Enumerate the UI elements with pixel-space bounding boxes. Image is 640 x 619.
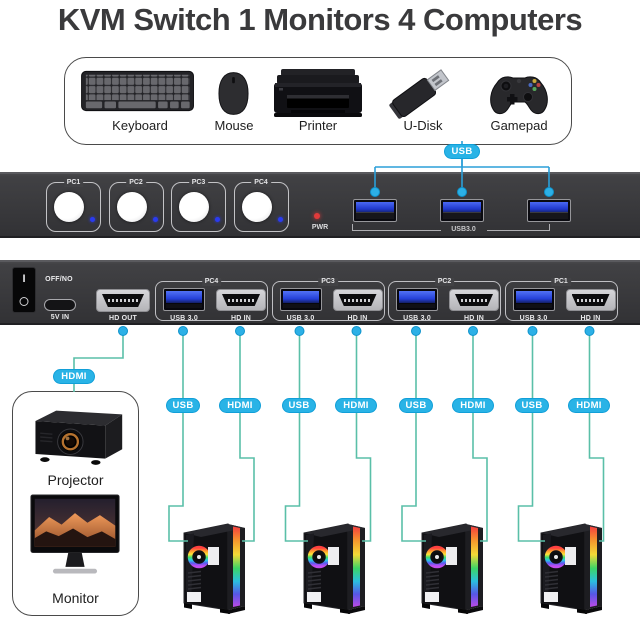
pc1-hdmi-in-port <box>565 289 616 311</box>
computer-tower-2 <box>303 523 365 614</box>
hdmi-cable-pill: HDMI <box>568 398 610 413</box>
pc4-status-led <box>277 217 283 222</box>
mouse-icon <box>218 72 249 115</box>
pc3-usb3-port <box>279 288 322 311</box>
usb-cable-pill: USB <box>166 398 200 413</box>
pc3-select-button <box>179 192 209 222</box>
pc2-status-led <box>152 217 158 222</box>
udisk-label: U-Disk <box>403 118 443 133</box>
pc4-usb3-port <box>163 288 205 311</box>
usb3-bracket-left <box>352 224 441 231</box>
monitor-label: Monitor <box>52 590 99 606</box>
pc2-select-button-group: PC2 <box>108 179 164 232</box>
pc2-select-button <box>116 192 147 222</box>
pc2-group-label: PC2 <box>434 278 455 286</box>
pc3-button-label: PC3 <box>188 179 209 187</box>
pc3-group-label: PC3 <box>318 278 338 286</box>
pc4-group-label: PC4 <box>201 278 222 286</box>
power-switch-label: OFF/NO <box>45 276 73 283</box>
hdmi-out-port-label: HD OUT <box>108 315 138 322</box>
pc3-usb3-label: USB 3.0 <box>286 315 315 322</box>
printer-icon <box>274 69 362 117</box>
page-title: KVM Switch 1 Monitors 4 Computers <box>57 2 583 37</box>
usb3-group-label: USB3.0 <box>451 226 476 233</box>
pc2-usb3-port <box>396 288 438 311</box>
pc1-group-label: PC1 <box>551 278 571 286</box>
keyboard-icon <box>81 70 194 112</box>
pc2-port-group: PC2 USB 3.0 HD IN <box>388 278 501 322</box>
power-led-label: PWR <box>311 224 329 231</box>
udisk-icon <box>389 69 450 119</box>
pc4-usb3-label: USB 3.0 <box>170 315 198 322</box>
pc3-port-group: PC3 USB 3.0 HD IN <box>271 278 385 322</box>
keyboard-label: Keyboard <box>112 118 168 133</box>
pc2-hdmi-in-port <box>449 289 499 311</box>
peripherals-box: Keyboard Mouse Printer <box>64 57 572 145</box>
pc1-port-group: PC1 USB 3.0 HD IN <box>504 278 618 322</box>
hdmi-out-port <box>96 289 150 312</box>
hdmi-cable-pill: HDMI <box>219 398 261 413</box>
usb3-hub-port <box>527 199 571 222</box>
pc1-hdmi-in-label: HD IN <box>580 315 601 322</box>
computer-tower-1 <box>183 523 245 614</box>
projector-label: Projector <box>47 472 104 488</box>
pc4-port-group: PC4 USB 3.0 HD IN <box>155 278 268 322</box>
hdmi-out-pill: HDMI <box>53 369 95 384</box>
usb-bus-pill: USB <box>444 144 480 159</box>
computer-tower-4 <box>540 523 602 614</box>
monitor-icon <box>30 494 120 574</box>
kvm-front-panel: I OFF/NO 5V IN HD OUT PC4 USB 3.0 HD IN … <box>0 260 640 325</box>
power-switch-off-symbol <box>19 297 29 306</box>
usb3-hub-port <box>353 199 397 222</box>
mouse-label: Mouse <box>214 118 254 133</box>
usb-cable-pill: USB <box>282 398 316 413</box>
gamepad-label: Gamepad <box>490 118 548 133</box>
power-switch-on-symbol: I <box>22 273 26 285</box>
usb-cable-pill: USB <box>515 398 549 413</box>
usb-cable-pill: USB <box>399 398 433 413</box>
computer-tower-3 <box>421 523 483 614</box>
display-devices-box: Projector Monitor <box>12 391 139 616</box>
pc3-status-led <box>215 217 220 222</box>
pc1-status-led <box>90 217 95 222</box>
projector-icon <box>35 410 123 465</box>
pc3-hdmi-in-port <box>332 289 383 311</box>
pc1-usb3-label: USB 3.0 <box>519 315 548 322</box>
pc4-button-label: PC4 <box>251 179 271 187</box>
pc1-select-button-group: PC1 <box>46 179 101 232</box>
pc1-usb3-port <box>512 288 555 311</box>
printer-label: Printer <box>298 118 338 133</box>
power-led <box>314 213 320 219</box>
power-switch: I <box>12 267 36 313</box>
usb3-bracket-right <box>487 224 550 231</box>
pc4-hdmi-in-label: HD IN <box>230 315 252 322</box>
pc4-hdmi-in-port <box>216 289 266 311</box>
pc3-select-button-group: PC3 <box>171 179 226 232</box>
usb3-hub-port <box>440 199 484 222</box>
hdmi-cable-pill: HDMI <box>452 398 494 413</box>
pc1-button-label: PC1 <box>63 179 84 187</box>
pc4-select-button-group: PC4 <box>233 179 289 232</box>
pc1-select-button <box>54 192 84 222</box>
pc2-usb3-label: USB 3.0 <box>403 315 431 322</box>
pc4-select-button <box>241 192 272 222</box>
pc2-hdmi-in-label: HD IN <box>463 315 485 322</box>
pc3-hdmi-in-label: HD IN <box>347 315 368 322</box>
kvm-top-panel: PC1 PC2 PC3 PC4 PWR USB3.0 <box>0 172 640 238</box>
dc-in-label: 5V IN <box>50 314 70 321</box>
pc2-button-label: PC2 <box>126 179 146 187</box>
gamepad-icon <box>490 76 548 115</box>
hdmi-cable-pill: HDMI <box>335 398 377 413</box>
dc-in-port <box>44 299 76 311</box>
